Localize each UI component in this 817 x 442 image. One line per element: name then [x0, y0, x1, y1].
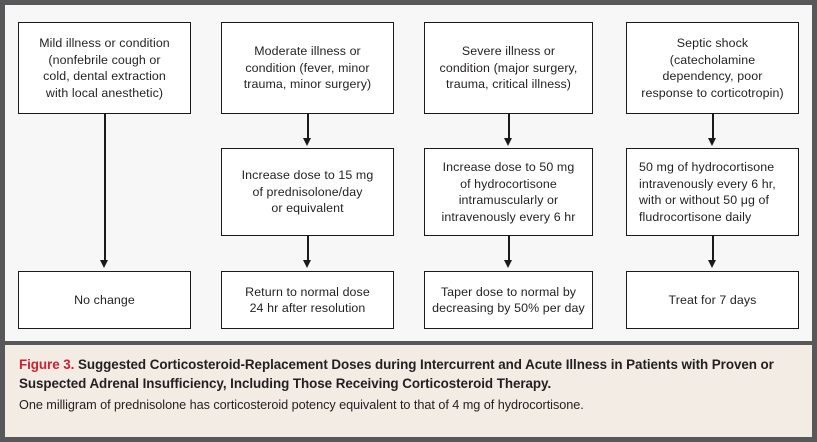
flow-box-moderate-bottom: Return to normal dose 24 hr after resolu…	[221, 271, 394, 329]
caption-title-text: Suggested Corticosteroid-Replacement Dos…	[19, 357, 774, 392]
arrowhead-severe-bottom	[504, 260, 512, 268]
figure-frame-bottom	[0, 437, 817, 442]
connector-septic-shock-top-to-middle	[712, 114, 714, 140]
flow-box-severe-top: Severe illness or condition (major surge…	[424, 22, 593, 114]
flow-box-septic-shock-bottom: Treat for 7 days	[626, 271, 799, 329]
flow-box-moderate-top: Moderate illness or condition (fever, mi…	[221, 22, 394, 114]
caption-body-text: One milligram of prednisolone has cortic…	[19, 398, 584, 413]
caption-title: Figure 3. Suggested Corticosteroid-Repla…	[19, 355, 798, 393]
connector-moderate-middle-to-bottom	[307, 236, 309, 262]
flow-box-severe-bottom-label: Taper dose to normal by decreasing by 50…	[432, 284, 585, 316]
flow-box-severe-top-label: Severe illness or condition (major surge…	[439, 44, 578, 92]
flow-box-mild-bottom-label: No change	[74, 292, 135, 307]
flow-box-mild-bottom: No change	[18, 271, 191, 329]
connector-septic-shock-middle-to-bottom	[712, 236, 714, 262]
figure-caption: Figure 3. Suggested Corticosteroid-Repla…	[5, 345, 812, 437]
flow-box-mild-top: Mild illness or condition (nonfebrile co…	[18, 22, 191, 114]
connector-moderate-top-to-middle	[307, 114, 309, 140]
caption-figure-number: Figure 3.	[19, 357, 75, 372]
arrowhead-septic-shock-bottom	[708, 260, 716, 268]
flow-box-moderate-bottom-label: Return to normal dose 24 hr after resolu…	[245, 284, 370, 316]
flow-box-moderate-middle: Increase dose to 15 mg of prednisolone/d…	[221, 148, 394, 236]
arrowhead-moderate-bottom	[303, 260, 311, 268]
connector-mild-top-to-bottom	[104, 114, 106, 262]
flowchart-diagram: Mild illness or condition (nonfebrile co…	[5, 5, 812, 339]
flow-box-moderate-top-label: Moderate illness or condition (fever, mi…	[243, 44, 372, 92]
flow-box-septic-shock-middle-label: 50 mg of hydrocortisone intravenously ev…	[639, 160, 776, 224]
connector-severe-middle-to-bottom	[508, 236, 510, 262]
arrowhead-severe-middle	[504, 138, 512, 146]
flow-box-septic-shock-top: Septic shock (catecholamine dependency, …	[626, 22, 799, 114]
flow-box-septic-shock-middle: 50 mg of hydrocortisone intravenously ev…	[626, 148, 799, 236]
connector-severe-top-to-middle	[508, 114, 510, 140]
caption-divider	[5, 341, 812, 345]
flow-box-severe-middle-label: Increase dose to 50 mg of hydrocortisone…	[441, 160, 576, 224]
arrowhead-moderate-middle	[303, 138, 311, 146]
flow-box-moderate-middle-label: Increase dose to 15 mg of prednisolone/d…	[241, 168, 374, 216]
flow-box-septic-shock-bottom-label: Treat for 7 days	[668, 292, 757, 307]
figure-frame-top	[0, 0, 817, 5]
flow-box-mild-top-label: Mild illness or condition (nonfebrile co…	[39, 36, 170, 100]
figure-frame-right	[812, 0, 817, 442]
arrowhead-mild-bottom	[100, 260, 108, 268]
flow-box-septic-shock-top-label: Septic shock (catecholamine dependency, …	[641, 36, 784, 100]
flow-box-severe-middle: Increase dose to 50 mg of hydrocortisone…	[424, 148, 593, 236]
figure-frame-left	[0, 0, 5, 442]
flow-box-severe-bottom: Taper dose to normal by decreasing by 50…	[424, 271, 593, 329]
arrowhead-septic-shock-middle	[708, 138, 716, 146]
